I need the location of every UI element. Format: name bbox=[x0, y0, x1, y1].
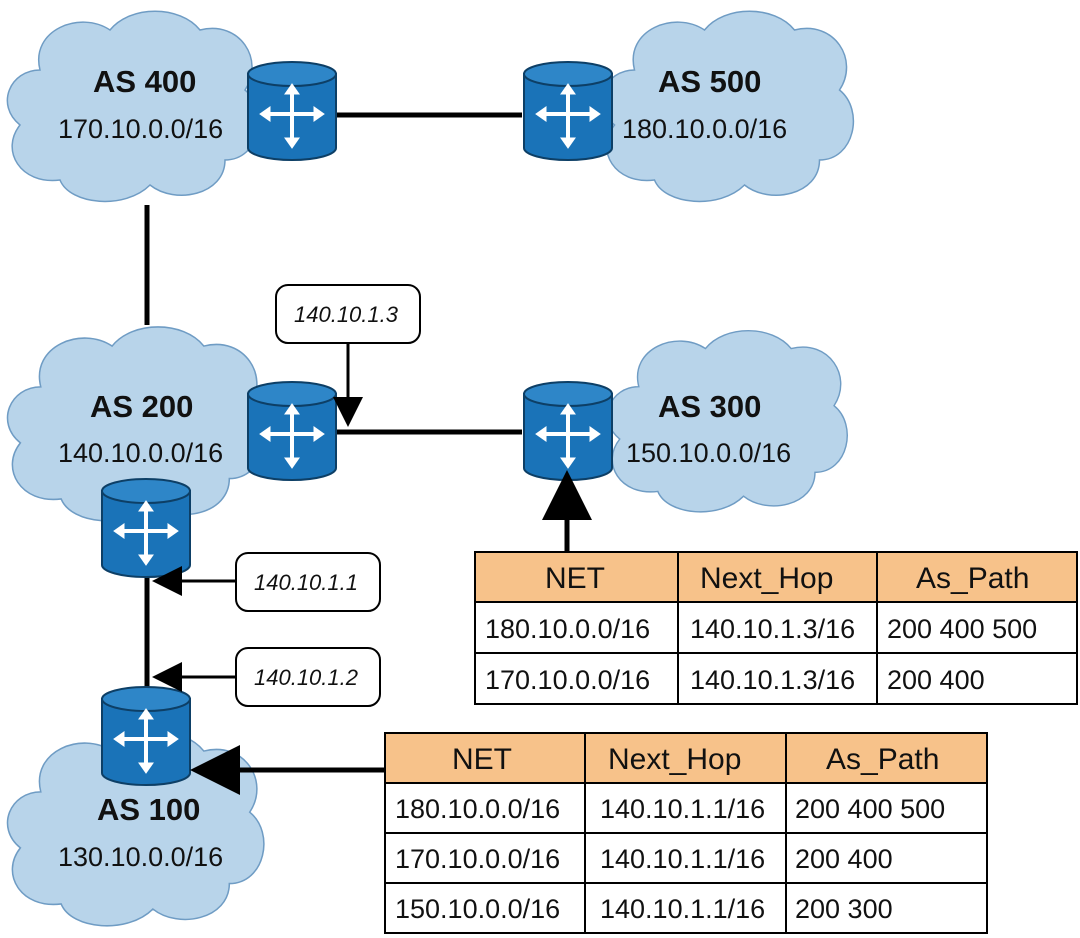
table-cell: 140.10.1.1/16 bbox=[600, 844, 765, 874]
router-icon-as300 bbox=[522, 380, 614, 482]
table-cell: 200 400 500 bbox=[887, 614, 1037, 644]
router-icon-as200-east bbox=[246, 380, 338, 482]
ip-callout-label: 140.10.1.2 bbox=[254, 665, 358, 690]
table-cell: 200 400 bbox=[887, 665, 985, 695]
table-cell: 200 300 bbox=[795, 894, 893, 924]
cloud-as400 bbox=[6, 10, 260, 203]
as-label: AS 300 bbox=[658, 389, 761, 424]
as-prefix: 130.10.0.0/16 bbox=[58, 842, 223, 872]
ip-callout-label: 140.10.1.3 bbox=[294, 302, 399, 327]
table-header-cell: As_Path bbox=[826, 743, 939, 776]
table-cell: 140.10.1.1/16 bbox=[600, 794, 765, 824]
table-cell: 170.10.0.0/16 bbox=[485, 665, 650, 695]
table-header-cell: Next_Hop bbox=[700, 562, 833, 595]
router-icon-as200-south bbox=[100, 477, 192, 579]
table-cell: 180.10.0.0/16 bbox=[485, 614, 650, 644]
table-header-cell: Next_Hop bbox=[608, 743, 741, 776]
as-label: AS 200 bbox=[90, 389, 193, 424]
table-header-cell: NET bbox=[545, 562, 605, 595]
table-cell: 200 400 500 bbox=[795, 794, 945, 824]
as-prefix: 170.10.0.0/16 bbox=[58, 114, 223, 144]
as-label: AS 100 bbox=[97, 792, 200, 827]
as-prefix: 150.10.0.0/16 bbox=[626, 438, 791, 468]
table-cell: 140.10.1.1/16 bbox=[600, 894, 765, 924]
as-prefix: 140.10.0.0/16 bbox=[58, 438, 223, 468]
as-prefix: 180.10.0.0/16 bbox=[622, 114, 787, 144]
table-cell: 170.10.0.0/16 bbox=[395, 844, 560, 874]
router-icon-as100 bbox=[100, 685, 192, 787]
ip-callout-140-10-1-3: 140.10.1.3 bbox=[275, 284, 421, 427]
ip-callout-label: 140.10.1.1 bbox=[254, 570, 358, 595]
router-icon-as500 bbox=[522, 60, 614, 162]
table-cell: 140.10.1.3/16 bbox=[690, 665, 855, 695]
as-label: AS 400 bbox=[93, 64, 196, 99]
table-header-cell: As_Path bbox=[916, 562, 1029, 595]
ip-callout-140-10-1-2: 140.10.1.2 bbox=[152, 647, 381, 707]
as-label: AS 500 bbox=[658, 64, 761, 99]
ip-callout-140-10-1-1: 140.10.1.1 bbox=[152, 552, 381, 612]
table-cell: 200 400 bbox=[795, 844, 893, 874]
table-header-cell: NET bbox=[452, 743, 512, 776]
table-cell: 140.10.1.3/16 bbox=[690, 614, 855, 644]
routing-table-as100: NET Next_Hop As_Path 180.10.0.0/16 140.1… bbox=[384, 732, 988, 934]
table-cell: 180.10.0.0/16 bbox=[395, 794, 560, 824]
table-cell: 150.10.0.0/16 bbox=[395, 894, 560, 924]
routing-table-as300: NET Next_Hop As_Path 180.10.0.0/16 140.1… bbox=[474, 551, 1078, 705]
cloud-as500 bbox=[601, 10, 855, 203]
router-icon-as400 bbox=[246, 60, 338, 162]
